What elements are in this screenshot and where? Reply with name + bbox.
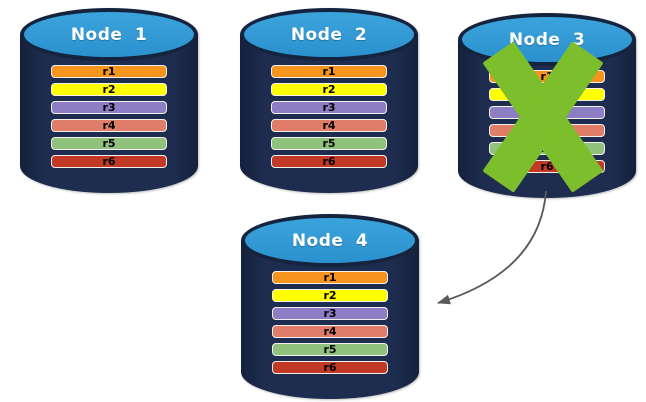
node-4-title: Node 4: [291, 230, 369, 251]
node-2-title: Node 2: [290, 24, 368, 45]
record-bar-r1: r1: [271, 65, 387, 78]
node-3-cylinder-top: Node 3: [458, 13, 636, 66]
record-bar-r2: r2: [271, 83, 387, 96]
record-bar-r3: r3: [271, 101, 387, 114]
record-bar-r2: r2: [272, 289, 388, 302]
record-bar-r6: r6: [271, 155, 387, 168]
record-bar-r4: r4: [489, 124, 605, 137]
record-bar-r1: r1: [272, 271, 388, 284]
record-bar-r6: r6: [51, 155, 167, 168]
record-bar-r2: r2: [489, 88, 605, 101]
record-bar-r6: r6: [489, 160, 605, 173]
node-3-records: r1 r2 r3 r4 r5 r6: [489, 70, 605, 178]
node-1-cylinder: Node 1 r1 r2 r3 r4 r5 r6: [20, 8, 198, 193]
record-bar-r6: r6: [272, 361, 388, 374]
node-4-cylinder: Node 4 r1 r2 r3 r4 r5 r6: [241, 214, 419, 399]
node-1-title: Node 1: [70, 24, 148, 45]
failover-arrow-path: [437, 190, 547, 305]
record-bar-r1: r1: [489, 70, 605, 83]
record-bar-r2: r2: [51, 83, 167, 96]
node-4-cylinder-top: Node 4: [241, 214, 419, 267]
record-bar-r5: r5: [271, 137, 387, 150]
record-bar-r4: r4: [271, 119, 387, 132]
record-bar-r5: r5: [272, 343, 388, 356]
node-4-records: r1 r2 r3 r4 r5 r6: [272, 271, 388, 379]
record-bar-r1: r1: [51, 65, 167, 78]
node-2-cylinder: Node 2 r1 r2 r3 r4 r5 r6: [240, 8, 418, 193]
record-bar-r3: r3: [489, 106, 605, 119]
record-bar-r5: r5: [489, 142, 605, 155]
node-3-cylinder: Node 3 r1 r2 r3 r4 r5 r6: [458, 13, 636, 198]
record-bar-r4: r4: [272, 325, 388, 338]
record-bar-r3: r3: [272, 307, 388, 320]
record-bar-r3: r3: [51, 101, 167, 114]
record-bar-r4: r4: [51, 119, 167, 132]
node-1-cylinder-top: Node 1: [20, 8, 198, 61]
node-2-records: r1 r2 r3 r4 r5 r6: [271, 65, 387, 173]
node-3-title: Node 3: [508, 29, 586, 50]
node-1-records: r1 r2 r3 r4 r5 r6: [51, 65, 167, 173]
record-bar-r5: r5: [51, 137, 167, 150]
node-2-cylinder-top: Node 2: [240, 8, 418, 61]
